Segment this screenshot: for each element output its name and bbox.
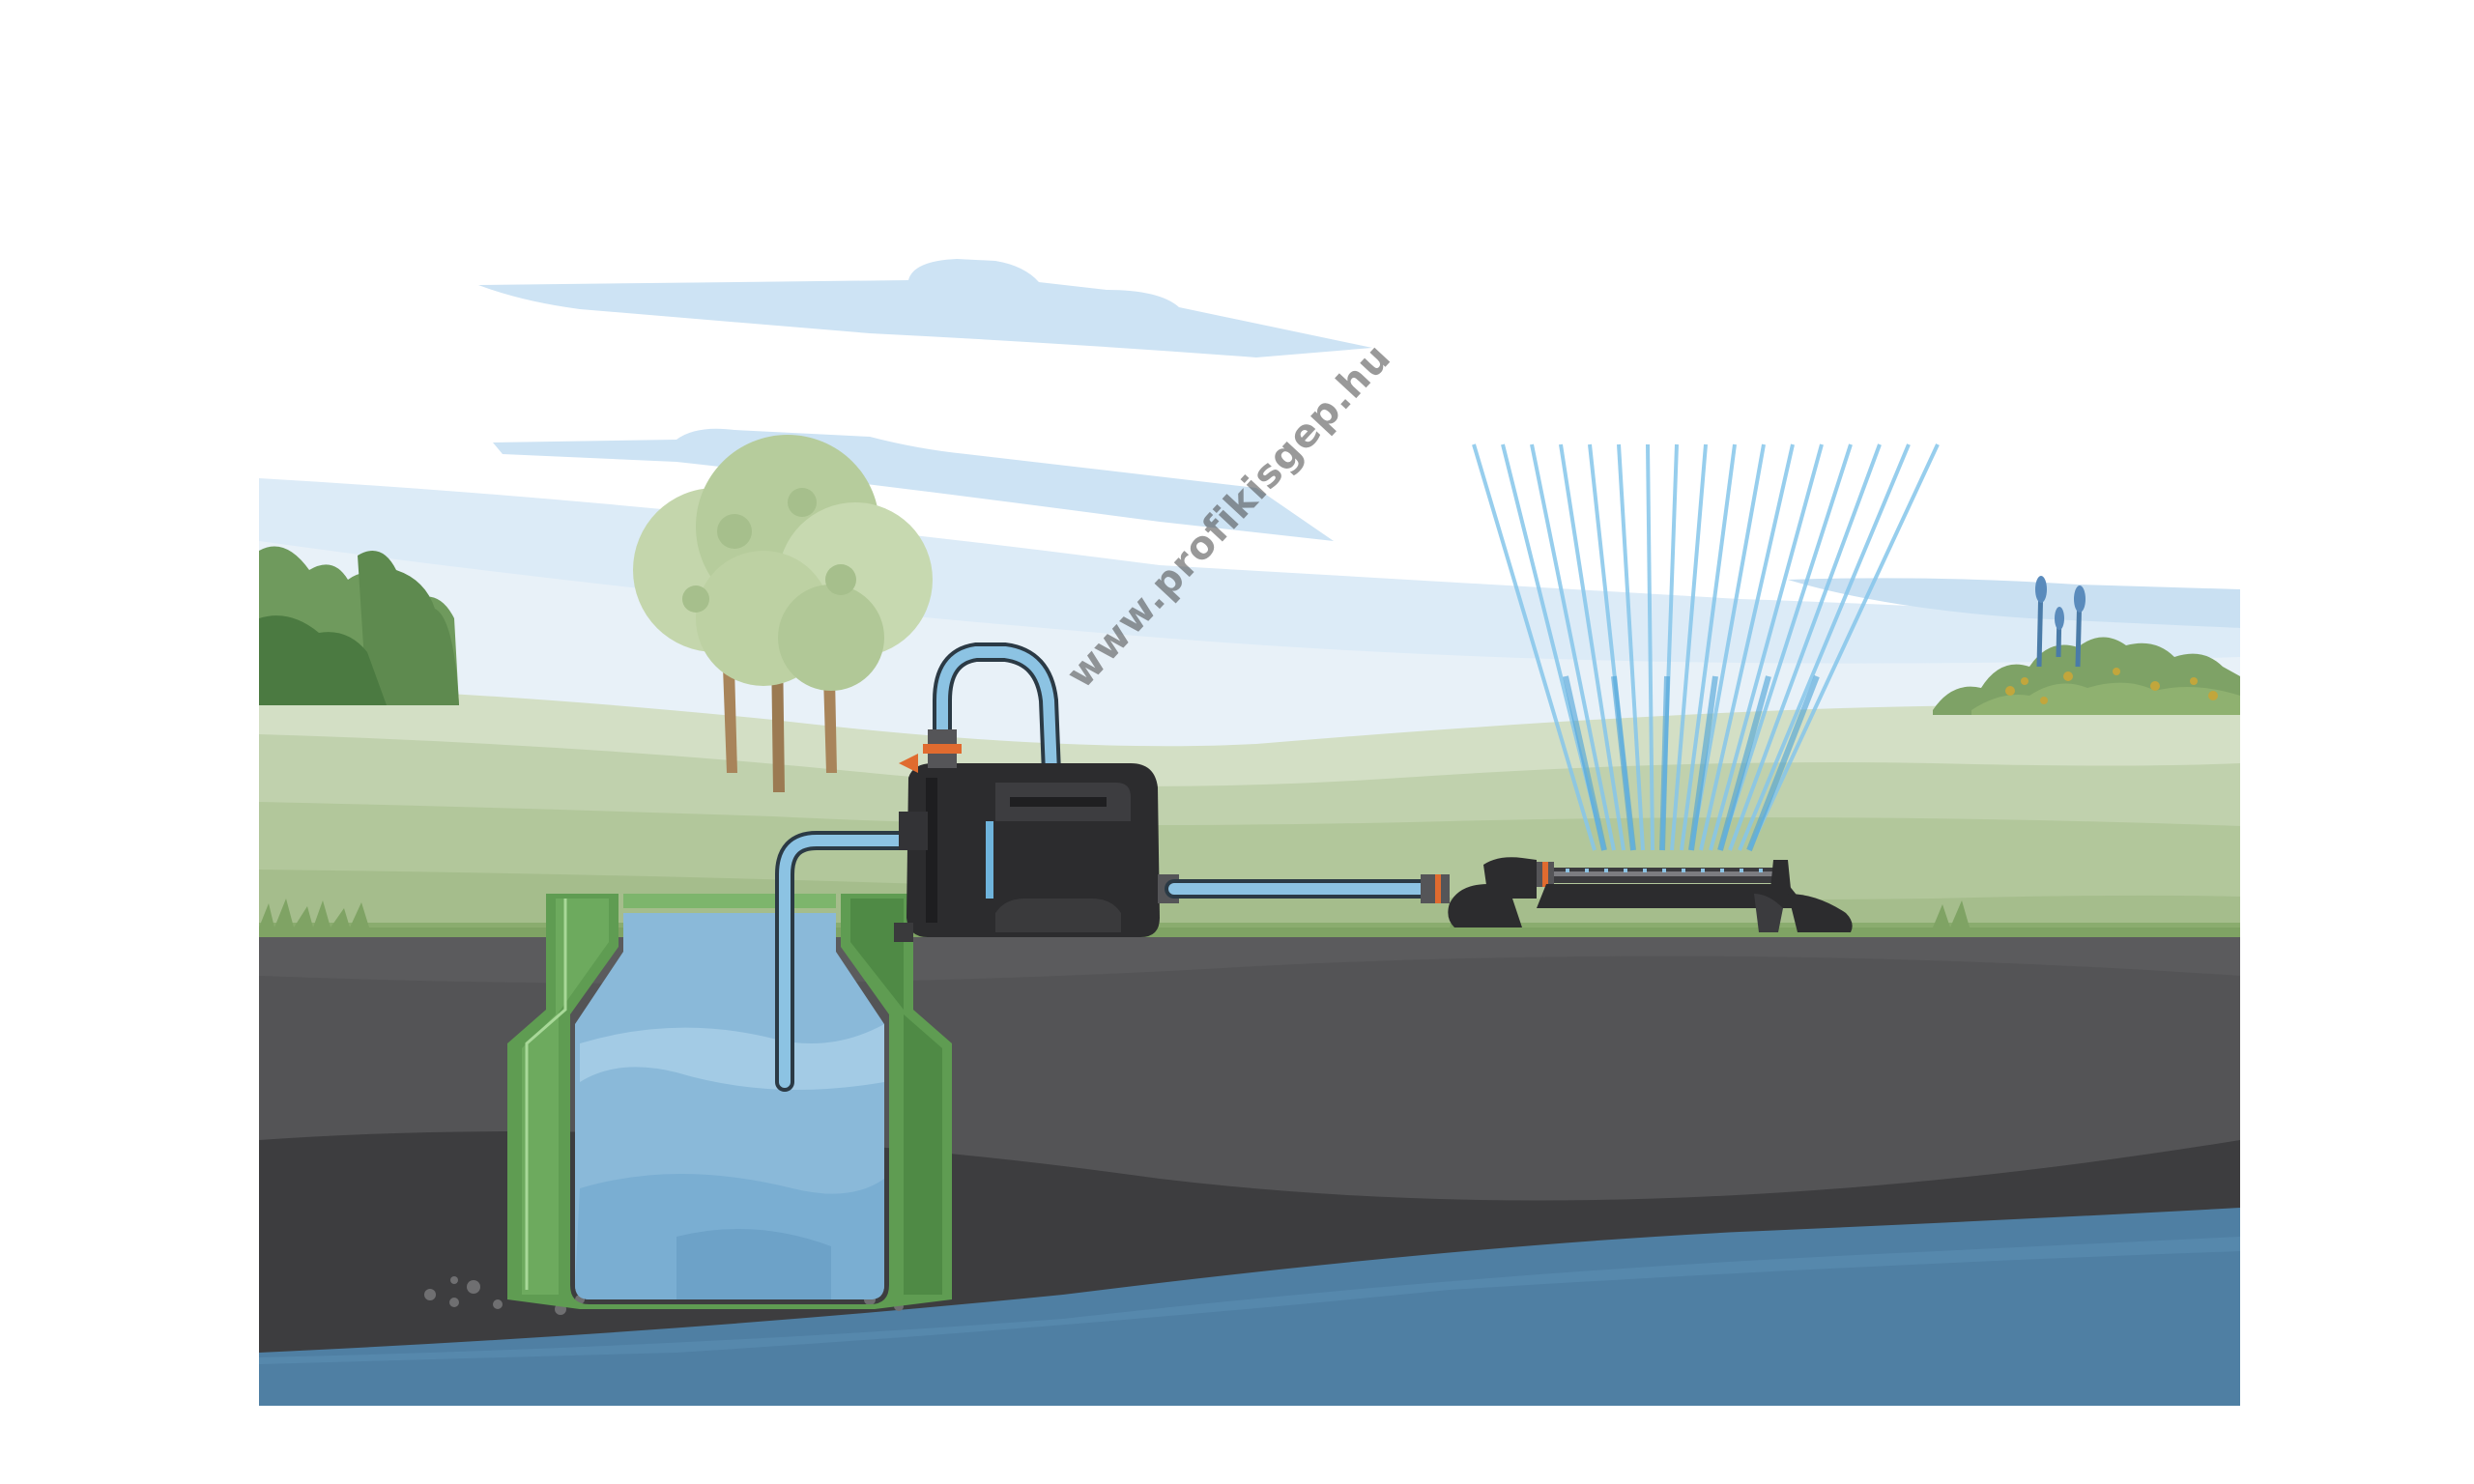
oscillating-sprinkler-icon (1421, 857, 1853, 932)
suction-hose (775, 831, 908, 1092)
groundwater (259, 1208, 2240, 1406)
pressure-hose-loop (933, 642, 1063, 831)
water-spray-highlight (1563, 674, 1820, 852)
cloud-upper (478, 259, 1372, 357)
bush-right (1933, 576, 2240, 715)
garden-pump-icon (894, 729, 1179, 942)
tree-icon (633, 435, 933, 792)
cloud-lower (493, 428, 2240, 628)
bush-left (259, 546, 459, 705)
